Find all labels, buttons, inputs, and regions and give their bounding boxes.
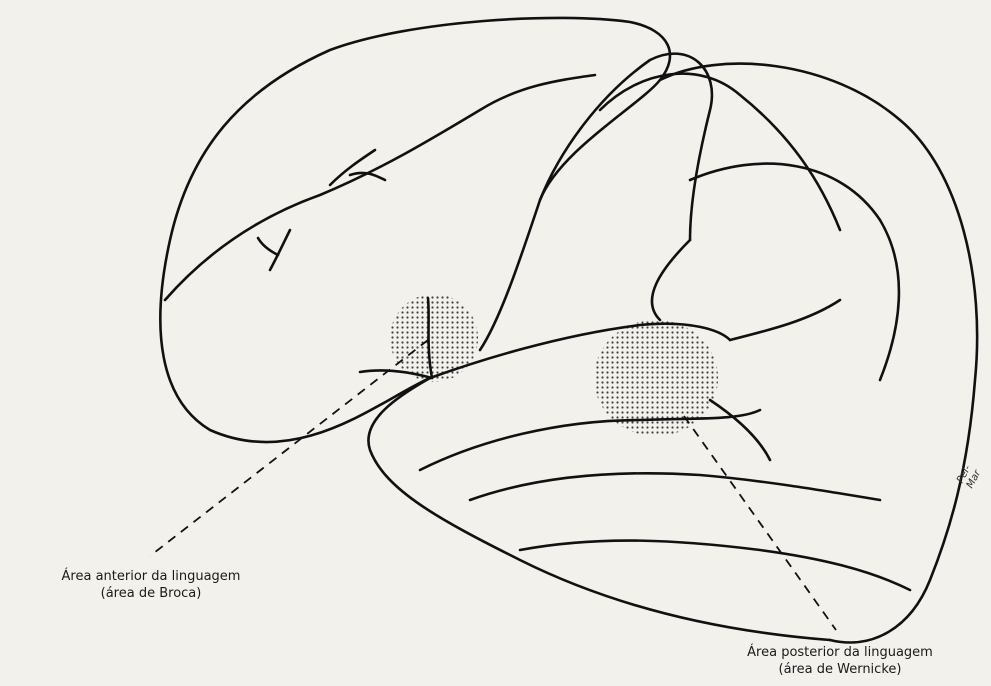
broca-label: Área anterior da linguagem (área de Broc… xyxy=(0,568,302,602)
temporal-lobe-outline xyxy=(368,378,830,640)
parietal-sulcus xyxy=(652,240,690,320)
middle-temporal-sulcus xyxy=(470,473,880,500)
angular-line xyxy=(710,400,770,460)
broca-label-line2: (área de Broca) xyxy=(0,585,302,602)
wernicke-label-line1: Área posterior da linguagem xyxy=(690,644,990,661)
supramarginal-line xyxy=(730,300,840,340)
wernicke-pointer-line xyxy=(684,416,836,630)
wernicke-label: Área posterior da linguagem (área de Wer… xyxy=(690,644,990,678)
frontal-fold-line xyxy=(165,75,595,300)
inferior-temporal-sulcus xyxy=(520,541,910,590)
wernicke-label-line2: (área de Wernicke) xyxy=(690,661,990,678)
central-sulcus xyxy=(600,74,840,230)
frontal-lobe-outline xyxy=(160,18,670,442)
broca-area-shading xyxy=(390,294,478,382)
frontal-sulcus-2 xyxy=(270,230,290,270)
broca-pointer-line xyxy=(150,340,428,556)
superior-temporal-sulcus xyxy=(420,410,760,470)
central-gyrus-outline xyxy=(540,54,712,240)
frontal-sulcus-branch-2 xyxy=(258,238,278,255)
parietal-inner-fold xyxy=(690,164,899,380)
broca-label-line1: Área anterior da linguagem xyxy=(0,568,302,585)
